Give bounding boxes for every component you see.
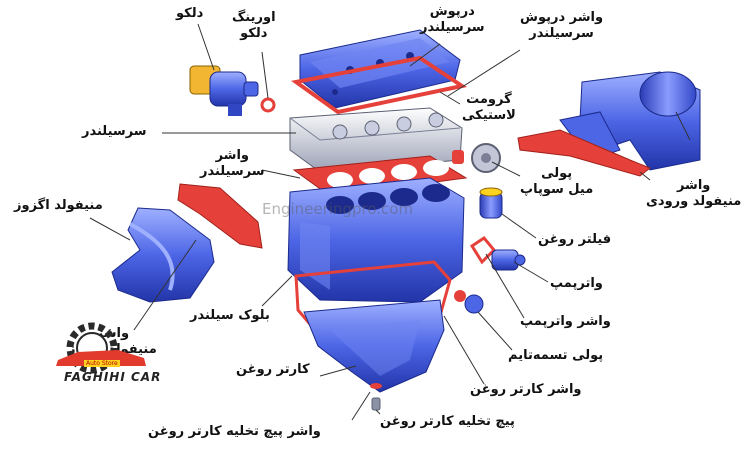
label-valve-cover-gasket: واشر درپوش سرسیلندر [520,10,603,42]
label-water-pump-gasket: واشر واترپمپ [520,314,611,329]
drain-plug-washer [370,383,382,389]
brand-tagline: Auto Store [84,360,120,367]
water-pump [491,249,526,271]
label-drain-plug: پیچ تخلیه کارتر روغن [380,414,515,429]
label-cylinder-head: سرسیلندر [82,124,147,139]
watermark: Engineeringpro.com [262,200,414,218]
label-head-gasket-line2: سرسیلندر [200,164,265,179]
head-gasket [292,155,468,197]
label-distributor-oring-line1: اورینگ [232,10,276,25]
drain-plug [371,397,381,411]
label-valve-cover-line1: درپوش [429,4,475,19]
label-head-gasket: واشر سرسیلندر [200,148,265,180]
label-rubber-grommet-line1: گرومت [466,92,512,107]
intake-manifold [559,71,701,171]
label-valve-cover-gasket-line1: واشر درپوش [520,10,604,25]
label-distributor: دلکو [176,6,204,21]
leader-lines [89,23,691,421]
distributor-oring [260,97,276,113]
label-valve-cover-gasket-line2: سرسیلندر [529,26,594,41]
label-head-gasket-line1: واشر [215,148,249,163]
exhaust-manifold [111,207,215,303]
label-oil-filter: فیلتر روغن [538,232,612,247]
car-silhouette-icon [56,350,146,366]
label-cylinder-block: بلوک سیلندر [190,308,270,323]
brand-name: FAGHIHI CAR [64,370,162,384]
valve-cover-gasket [291,55,468,115]
label-camshaft-pulley-line2: میل سوپاپ [520,182,594,197]
label-intake-manifold-gasket-line2: منیفولد ورودی [646,194,742,209]
label-valve-cover: درپوش سرسیلندر [420,4,485,36]
cylinder-head [289,107,463,173]
cylinder-block [287,177,465,303]
oil-filter [479,187,503,219]
label-camshaft-pulley-line1: پولی [541,166,573,181]
label-timing-pulley: پولی تسمه‌تایم [508,348,604,363]
water-pump-gasket [469,236,497,265]
label-drain-plug-washer: واشر پیچ تخلیه کارتر روغن [148,424,321,439]
label-rubber-grommet-line2: لاستیکی [462,108,516,123]
label-intake-manifold-gasket-line1: واشر [676,178,711,193]
label-distributor-oring-line2: دلکو [240,26,268,41]
label-distributor-oring: اورینگ دلکو [232,10,276,42]
label-valve-cover-line2: سرسیلندر [420,20,485,35]
exhaust-manifold-gasket [177,183,263,249]
camshaft-pulley [471,143,501,173]
oil-pan [303,299,445,393]
intake-manifold-gasket [517,129,651,177]
rubber-grommet [452,150,464,164]
distributor [189,65,259,116]
label-intake-manifold-gasket: واشر منیفولد ورودی [646,178,741,210]
label-rubber-grommet: گرومت لاستیکی [462,92,516,124]
timing-pulley [454,290,484,314]
label-camshaft-pulley: پولی میل سوپاپ [520,166,593,198]
label-water-pump: واترپمپ [550,276,603,291]
label-oil-pan-gasket: واشر کارتر روغن [470,382,582,397]
brand-logo [56,322,146,374]
label-exhaust-manifold: منیفولد اگزوز [14,198,103,213]
label-oil-pan: کارتر روغن [236,362,310,377]
